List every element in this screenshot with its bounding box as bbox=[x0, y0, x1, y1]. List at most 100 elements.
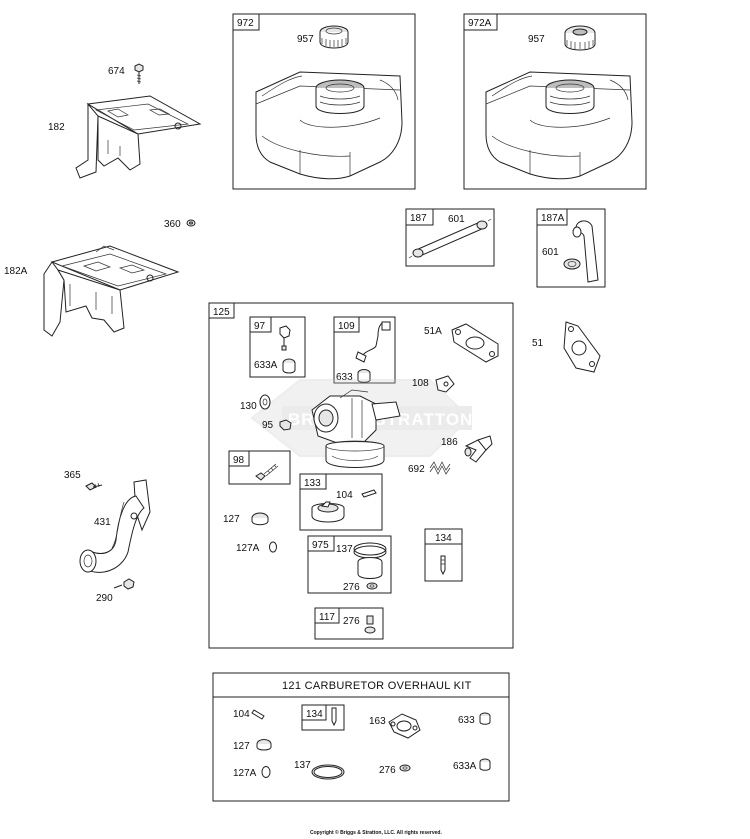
label-276-a: 276 bbox=[343, 582, 360, 593]
label-276-b: 276 bbox=[343, 616, 360, 627]
group-125-tag: 125 bbox=[213, 307, 230, 318]
label-692: 692 bbox=[408, 464, 425, 475]
label-290: 290 bbox=[96, 593, 113, 604]
label-127: 127 bbox=[223, 514, 240, 525]
label-130: 130 bbox=[240, 401, 257, 412]
label-186: 186 bbox=[441, 437, 458, 448]
label-365: 365 bbox=[64, 470, 81, 481]
spring-692-icon bbox=[429, 461, 451, 475]
group-109-frame bbox=[333, 316, 396, 384]
float-133-icon bbox=[311, 501, 345, 523]
solenoid-97-icon bbox=[279, 325, 291, 351]
screw-365-icon bbox=[85, 482, 103, 491]
group-133-tag-box bbox=[299, 473, 327, 490]
label-674: 674 bbox=[108, 66, 125, 77]
needle-134-icon bbox=[440, 555, 446, 576]
group-117-tag-box bbox=[314, 607, 340, 624]
kit-label-127A: 127A bbox=[233, 768, 257, 779]
group-98-frame bbox=[228, 450, 291, 485]
kit-label-127: 127 bbox=[233, 741, 250, 752]
label-182: 182 bbox=[48, 122, 65, 133]
kit-121-frame bbox=[212, 672, 510, 802]
group-972A-tag: 972A bbox=[468, 18, 492, 29]
gasket-51-icon bbox=[563, 321, 601, 373]
kit-label-104: 104 bbox=[233, 709, 250, 720]
label-104: 104 bbox=[336, 490, 353, 501]
group-97-tag: 97 bbox=[254, 321, 266, 332]
kit-label-276: 276 bbox=[379, 765, 396, 776]
label-137: 137 bbox=[336, 544, 353, 555]
kit-gasket-163-icon bbox=[388, 713, 421, 739]
label-633: 633 bbox=[336, 372, 353, 383]
group-109-tag-box bbox=[333, 316, 360, 333]
group-98-tag-box bbox=[228, 450, 250, 467]
kit-ring-137-icon bbox=[311, 764, 345, 780]
group-187-frame bbox=[405, 208, 495, 267]
elbow-186-icon bbox=[464, 435, 493, 463]
kit-pin-104-icon bbox=[251, 709, 265, 720]
group-97-tag-box bbox=[249, 316, 272, 333]
kit-group-134-tag: 134 bbox=[306, 709, 323, 720]
group-187A-frame bbox=[536, 208, 606, 288]
kit-plug-127A-icon bbox=[261, 766, 271, 778]
fuel-cap-957-gauge-icon bbox=[564, 25, 596, 51]
group-972-tag: 972 bbox=[237, 18, 254, 29]
washer-276-a-icon bbox=[366, 582, 378, 590]
label-108: 108 bbox=[412, 378, 429, 389]
kit-needle-134-icon bbox=[331, 707, 337, 727]
group-98-tag: 98 bbox=[233, 455, 245, 466]
part-130-icon bbox=[259, 394, 271, 410]
washer-633-icon bbox=[357, 369, 371, 383]
part-108-icon bbox=[435, 375, 455, 393]
gasket-51A-icon bbox=[451, 323, 499, 363]
label-95: 95 bbox=[262, 420, 274, 431]
carburetor-icon bbox=[311, 389, 401, 468]
screw-290-icon bbox=[113, 578, 135, 590]
label-182A: 182A bbox=[4, 266, 28, 277]
pipe-431-icon bbox=[79, 479, 151, 573]
group-972A-tag-box bbox=[463, 13, 498, 31]
label-127A: 127A bbox=[236, 543, 260, 554]
fuel-solenoid-109-icon bbox=[355, 321, 391, 363]
group-187A-tag: 187A bbox=[541, 213, 565, 224]
group-187-tag-box bbox=[405, 208, 434, 226]
bowl-ring-137-icon bbox=[353, 542, 387, 579]
bracket-182A-icon bbox=[43, 245, 180, 337]
kit-label-633: 633 bbox=[458, 715, 475, 726]
kit-label-633A: 633A bbox=[453, 761, 477, 772]
group-975-frame bbox=[307, 535, 392, 594]
bowl-nut-117-icon bbox=[364, 615, 376, 634]
kit-label-137: 137 bbox=[294, 760, 311, 771]
group-97-frame bbox=[249, 316, 306, 378]
screw-98-icon bbox=[255, 463, 279, 481]
label-51A: 51A bbox=[424, 326, 442, 337]
group-972-tag-box bbox=[232, 13, 260, 31]
group-972A-frame bbox=[463, 13, 647, 190]
label-601-b: 601 bbox=[542, 247, 559, 258]
copyright-text: Copyright © Briggs & Stratton, LLC. All … bbox=[310, 829, 442, 836]
fuel-tank-972-icon bbox=[255, 71, 403, 180]
group-975-tag: 975 bbox=[312, 540, 329, 551]
label-633A: 633A bbox=[254, 360, 278, 371]
group-134-tag-box bbox=[424, 528, 463, 545]
group-125-tag-box bbox=[208, 302, 235, 319]
kit-label-163: 163 bbox=[369, 716, 386, 727]
plug-127-icon bbox=[251, 512, 269, 526]
fuel-line-187A-icon bbox=[563, 220, 599, 283]
group-133-frame bbox=[299, 473, 383, 531]
kit-washer-633A-icon bbox=[479, 758, 491, 771]
plug-127A-icon bbox=[269, 541, 277, 553]
group-109-tag: 109 bbox=[338, 321, 355, 332]
fuel-cap-957-icon bbox=[319, 25, 349, 49]
part-95-icon bbox=[279, 419, 292, 431]
fuel-line-187-icon bbox=[408, 218, 492, 259]
group-972-frame bbox=[232, 13, 416, 190]
group-975-tag-box bbox=[307, 535, 335, 552]
label-601-a: 601 bbox=[448, 214, 465, 225]
kit-121-title: 121 CARBURETOR OVERHAUL KIT bbox=[282, 680, 472, 692]
pin-104-icon bbox=[361, 489, 377, 498]
group-117-tag: 117 bbox=[319, 612, 335, 623]
group-134-tag: 134 bbox=[435, 533, 452, 544]
kit-plug-127-icon bbox=[256, 739, 272, 751]
